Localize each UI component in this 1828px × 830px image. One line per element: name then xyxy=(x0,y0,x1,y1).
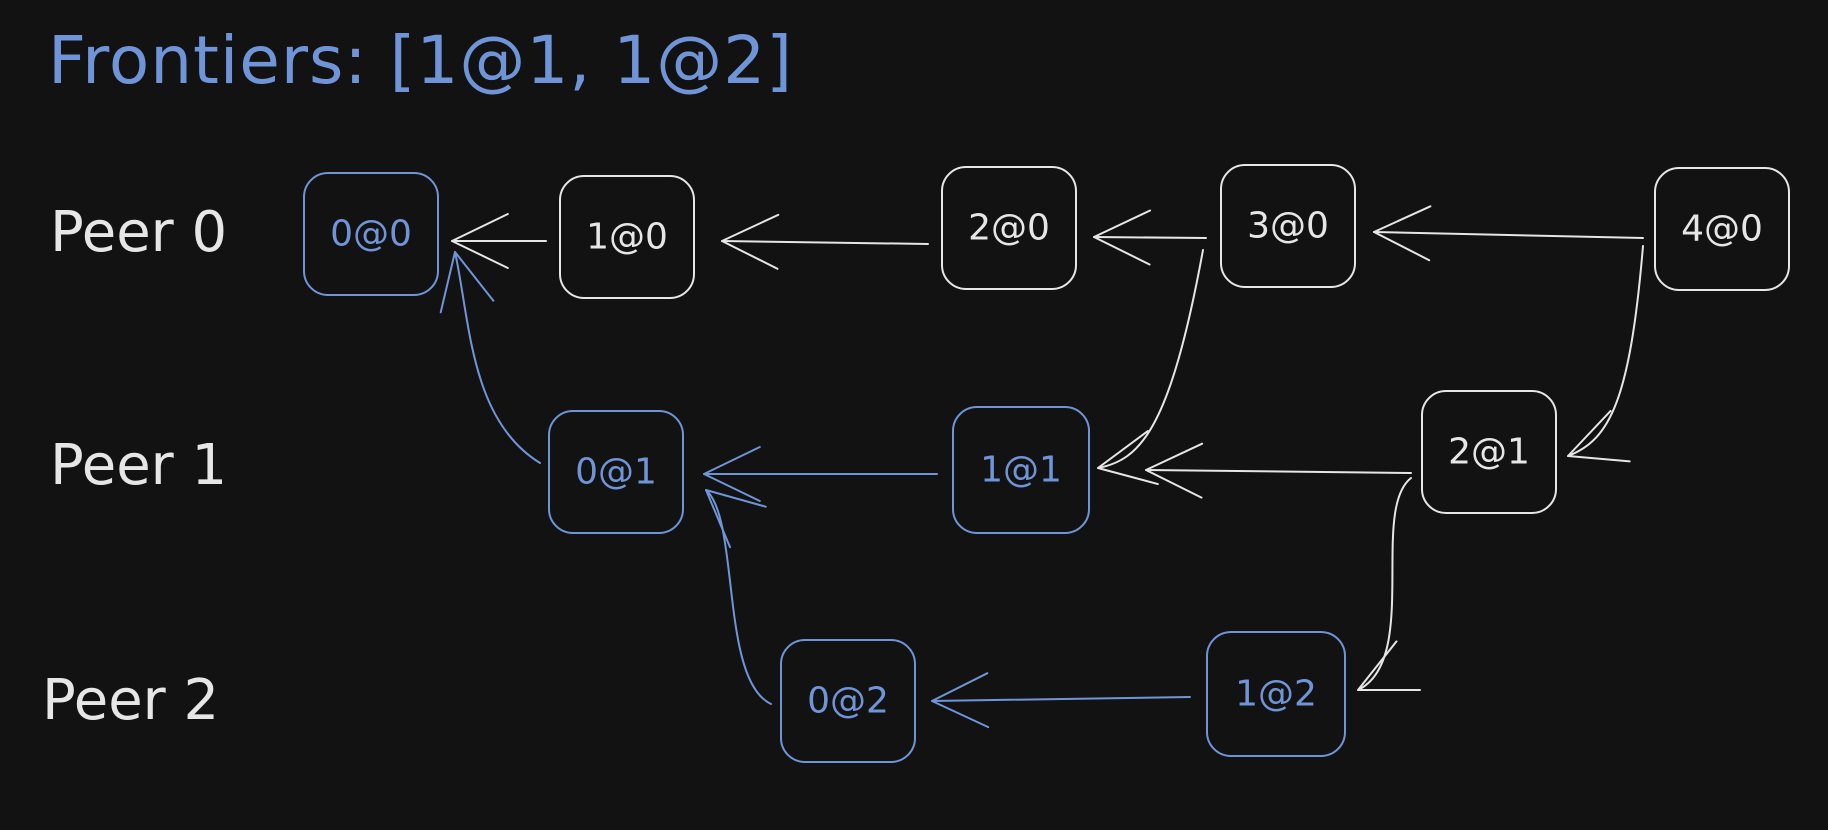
node-1@0: 1@0 xyxy=(559,175,695,299)
arrowhead-1@1-to-0@1 xyxy=(703,446,761,502)
edge-1@2-to-0@2 xyxy=(931,696,1191,702)
arrowhead-0@2-to-0@1 xyxy=(705,489,767,549)
node-label-2@1: 2@1 xyxy=(1448,432,1530,473)
edges-layer xyxy=(439,205,1644,729)
frontiers-title: Frontiers: [1@1, 1@2] xyxy=(48,22,794,99)
edge-2@1-to-1@2 xyxy=(1357,477,1412,691)
node-label-0@2: 0@2 xyxy=(807,681,889,722)
arrowhead-1@0-to-0@0 xyxy=(451,213,509,269)
edge-3@0-to-2@0 xyxy=(1093,236,1207,239)
node-box-1@1 xyxy=(952,406,1090,534)
node-1@1: 1@1 xyxy=(952,406,1090,534)
node-box-1@0 xyxy=(559,175,695,299)
arrowhead-2@1-to-1@1 xyxy=(1145,442,1204,499)
node-box-0@1 xyxy=(548,410,684,534)
node-2@0: 2@0 xyxy=(941,166,1077,290)
node-box-0@2 xyxy=(780,639,916,763)
node-2@1: 2@1 xyxy=(1421,390,1557,514)
node-label-1@2: 1@2 xyxy=(1235,674,1317,715)
edge-4@0-to-3@0 xyxy=(1373,231,1644,239)
arrowhead-3@0-to-2@0 xyxy=(1093,209,1152,266)
arrowhead-3@0-to-1@1 xyxy=(1097,430,1159,486)
node-box-1@2 xyxy=(1206,631,1346,757)
arrowhead-2@0-to-1@0 xyxy=(721,213,780,270)
node-label-2@0: 2@0 xyxy=(968,208,1050,249)
node-label-0@1: 0@1 xyxy=(575,452,657,493)
node-label-1@0: 1@0 xyxy=(586,217,668,258)
arrowhead-0@1-to-0@0 xyxy=(439,251,495,314)
node-4@0: 4@0 xyxy=(1654,167,1790,291)
edge-4@0-to-2@1 xyxy=(1567,245,1644,457)
edge-3@0-to-1@1 xyxy=(1097,249,1204,469)
arrowhead-4@0-to-2@1 xyxy=(1567,409,1631,463)
arrowhead-4@0-to-3@0 xyxy=(1373,205,1432,262)
node-box-2@1 xyxy=(1421,390,1557,514)
arrowhead-1@2-to-0@2 xyxy=(931,672,990,729)
arrowhead-2@1-to-1@2 xyxy=(1357,640,1421,691)
node-3@0: 3@0 xyxy=(1220,164,1356,288)
node-box-0@0 xyxy=(303,172,439,296)
node-box-4@0 xyxy=(1654,167,1790,291)
peer-label-0: Peer 0 xyxy=(50,200,228,265)
node-label-1@1: 1@1 xyxy=(980,450,1062,491)
node-0@1: 0@1 xyxy=(548,410,684,534)
node-0@2: 0@2 xyxy=(780,639,916,763)
edge-2@0-to-1@0 xyxy=(721,240,929,245)
edge-0@1-to-0@0 xyxy=(454,251,541,464)
node-box-2@0 xyxy=(941,166,1077,290)
node-0@0: 0@0 xyxy=(303,172,439,296)
peer-label-1: Peer 1 xyxy=(50,433,228,498)
peer-label-2: Peer 2 xyxy=(42,668,220,733)
node-label-0@0: 0@0 xyxy=(330,214,412,255)
node-label-3@0: 3@0 xyxy=(1247,206,1329,247)
node-label-4@0: 4@0 xyxy=(1681,209,1763,250)
edge-2@1-to-1@1 xyxy=(1145,469,1412,474)
node-1@2: 1@2 xyxy=(1206,631,1346,757)
edge-0@2-to-0@1 xyxy=(705,489,772,705)
nodes-layer: 0@0 1@0 2@0 3@0 4@0 0@1 1@1 2@1 0@2 1@2 xyxy=(303,164,1790,763)
node-box-3@0 xyxy=(1220,164,1356,288)
